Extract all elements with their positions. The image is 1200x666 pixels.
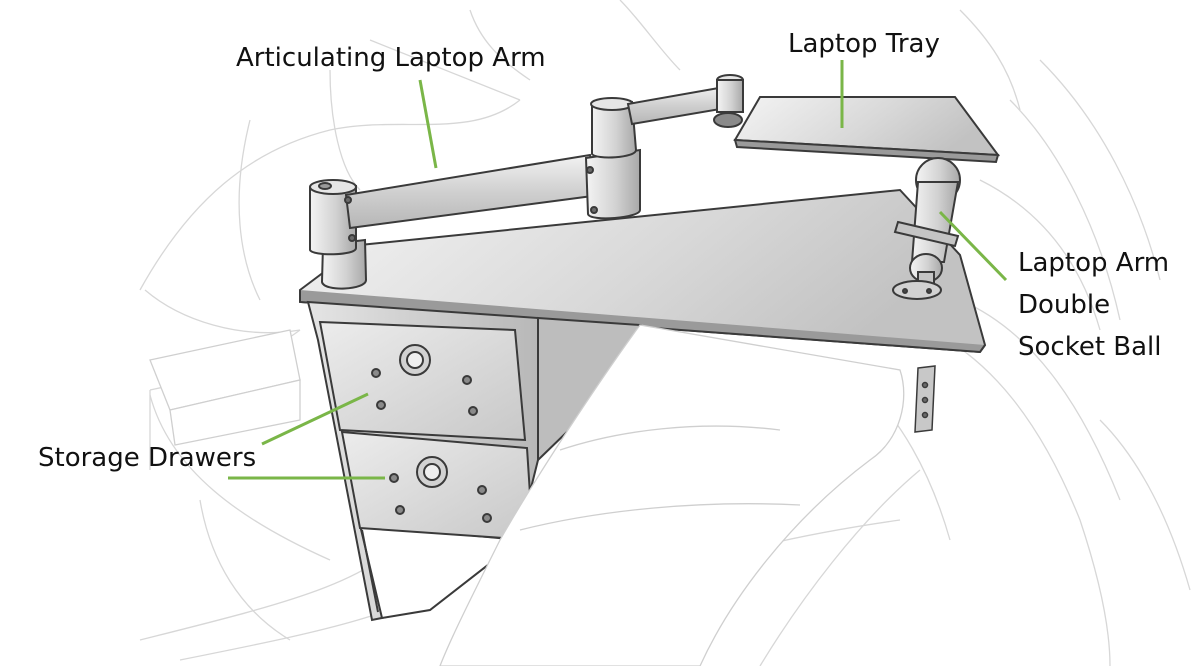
drawer-bottom [340, 430, 535, 542]
label-articulating-laptop-arm: Articulating Laptop Arm [236, 43, 546, 73]
label-ball-line-1: Laptop Arm [1018, 248, 1170, 278]
label-ball-line-3: Socket Ball [1018, 332, 1162, 362]
laptop-tray [713, 96, 1001, 164]
leader-drawer-top [261, 392, 369, 446]
label-ball-line-2: Double [1018, 290, 1111, 320]
leader-ball [938, 210, 1008, 282]
console-armrest [149, 329, 301, 446]
seat-cushion-foreground [439, 324, 905, 666]
drawer-top [318, 320, 527, 442]
seat-mount-bracket [914, 365, 936, 433]
leader-arm [418, 79, 438, 169]
articulating-arm [309, 74, 744, 290]
label-double-socket-ball: Laptop Arm Double Socket Ball [1018, 242, 1169, 368]
label-storage-drawers: Storage Drawers [38, 443, 257, 473]
callout-leaders [228, 60, 1008, 480]
double-socket-ball-arm [892, 157, 961, 300]
label-laptop-tray: Laptop Tray [788, 29, 940, 59]
